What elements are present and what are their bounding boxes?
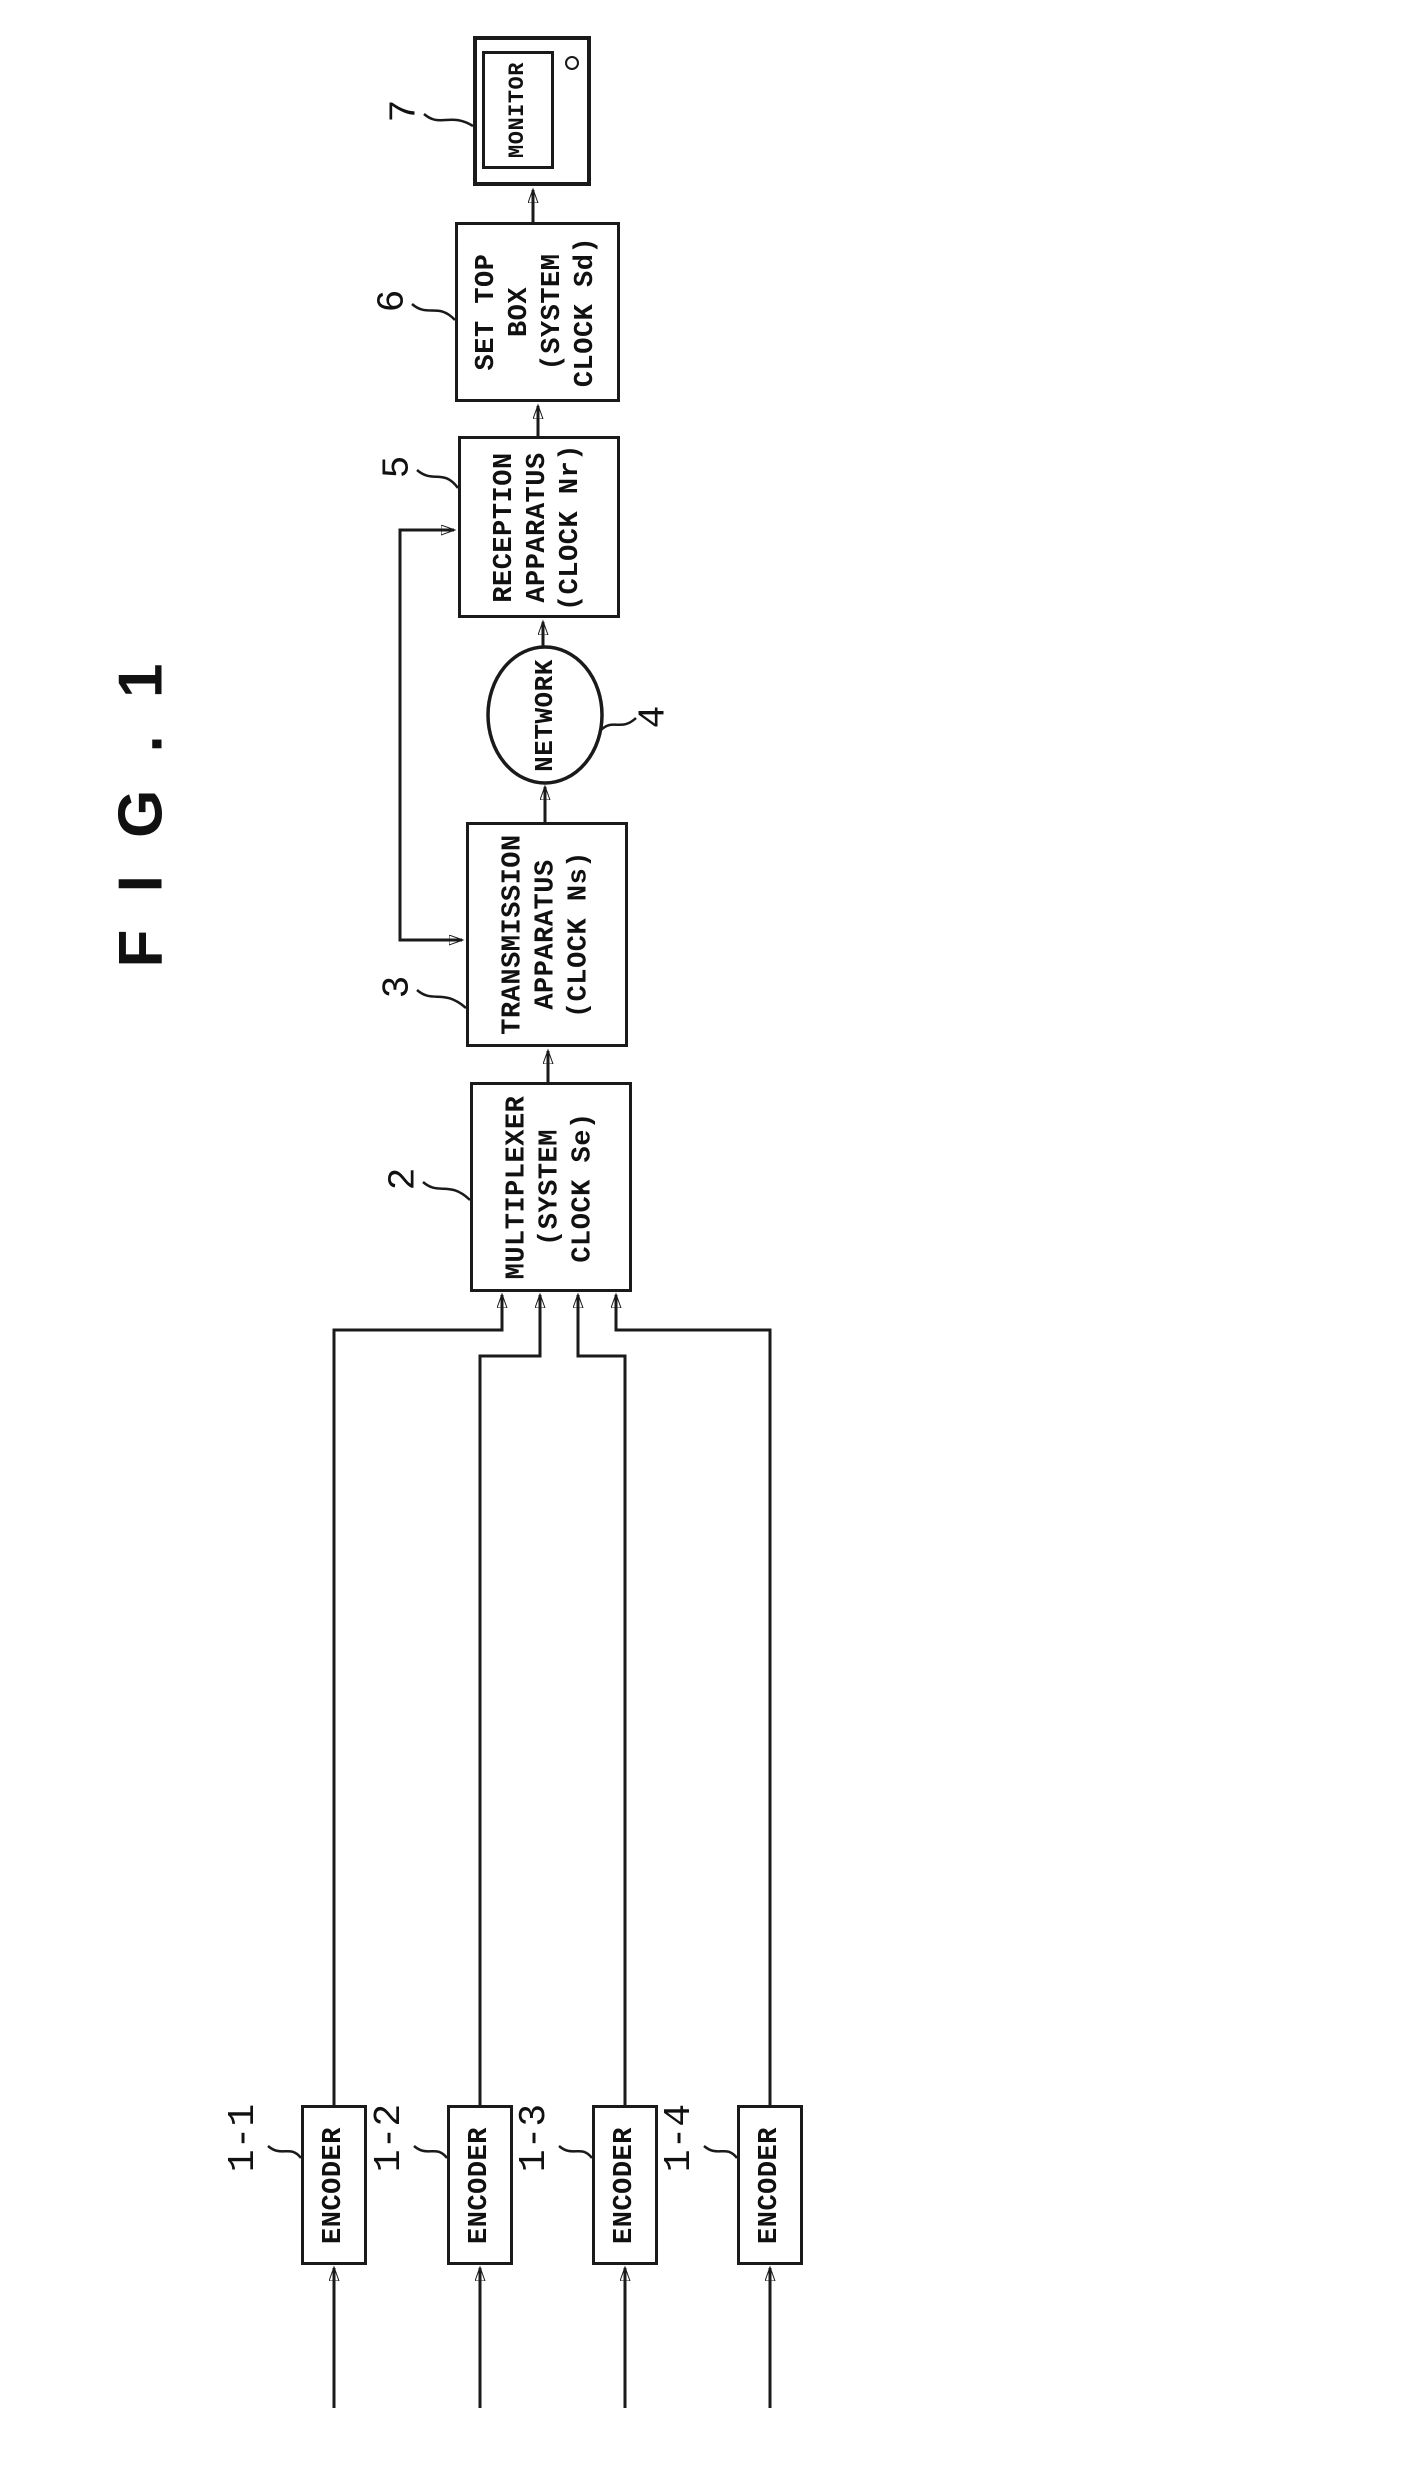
ref-1-3-text: 1-3 (513, 2103, 557, 2173)
multiplexer-label: MULTIPLEXER (SYSTEM CLOCK Se) (502, 1095, 599, 1279)
ref-1-4-text: 1-4 (658, 2103, 702, 2173)
reception-apparatus-label: RECEPTION APPARATUS (CLOCK Nr) (490, 443, 587, 611)
ref-1-1: 1-1 (218, 2098, 270, 2178)
leader-2 (422, 1181, 471, 1201)
network-node: NETWORK (488, 647, 602, 783)
arrow-encoder3-to-multiplexer (578, 1295, 627, 2105)
reception-apparatus-box: RECEPTION APPARATUS (CLOCK Nr) (458, 436, 620, 618)
arrow-encoder1-to-multiplexer (332, 1295, 502, 2105)
monitor-label: MONITOR (505, 62, 531, 158)
figure-title: F I G . 1 (86, 653, 196, 967)
leader-1-3 (558, 2145, 593, 2159)
ref-7-text: 7 (383, 99, 426, 123)
bypass-line-to-transmission (398, 530, 462, 940)
ref-1-3: 1-3 (509, 2098, 561, 2178)
ref-1-2-text: 1-2 (368, 2103, 412, 2173)
encoder-1-label: ENCODER (318, 2126, 349, 2244)
encoder-4-box: ENCODER (737, 2105, 803, 2265)
network-ellipse (486, 645, 604, 785)
leader-1-4 (703, 2145, 738, 2159)
set-top-box: SET TOP BOX (SYSTEM CLOCK Sd) (455, 222, 620, 402)
leader-5 (416, 469, 459, 489)
leader-1-1 (267, 2145, 302, 2159)
monitor-screen: MONITOR (482, 51, 554, 169)
encoder-3-label: ENCODER (609, 2126, 640, 2244)
arrow-encoder2-to-multiplexer (478, 1295, 540, 2105)
ref-3-text: 3 (376, 975, 419, 999)
encoder-2-label: ENCODER (464, 2126, 495, 2244)
leader-3 (416, 989, 467, 1009)
leader-7 (423, 113, 474, 128)
leader-1-2 (413, 2145, 448, 2159)
transmission-apparatus-box: TRANSMISSION APPARATUS (CLOCK Ns) (466, 822, 628, 1047)
ref-5-text: 5 (376, 455, 419, 479)
monitor-box: MONITOR (473, 36, 591, 186)
transmission-apparatus-label: TRANSMISSION APPARATUS (CLOCK Ns) (498, 834, 595, 1035)
leader-4 (600, 717, 637, 731)
bypass-line-to-reception (398, 530, 454, 940)
ref-1-2: 1-2 (364, 2098, 416, 2178)
ref-1-1-text: 1-1 (222, 2103, 266, 2173)
network-label: NETWORK (529, 658, 560, 772)
encoder-1-box: ENCODER (301, 2105, 367, 2265)
ref-6-text: 6 (371, 289, 414, 313)
multiplexer-box: MULTIPLEXER (SYSTEM CLOCK Se) (470, 1082, 632, 1292)
ref-7: 7 (383, 82, 427, 140)
encoder-4-label: ENCODER (754, 2126, 785, 2244)
figure-title-text: F I G . 1 (106, 653, 176, 967)
ref-3: 3 (376, 958, 420, 1016)
monitor-power-knob-icon (565, 56, 579, 70)
ref-4-text: 4 (632, 705, 675, 729)
ref-2-text: 2 (382, 1167, 425, 1191)
ref-5: 5 (376, 438, 420, 496)
ref-2: 2 (382, 1150, 426, 1208)
leader-6 (411, 303, 456, 321)
encoder-3-box: ENCODER (592, 2105, 658, 2265)
ref-6: 6 (371, 272, 415, 330)
ref-1-4: 1-4 (654, 2098, 706, 2178)
set-top-box-label: SET TOP BOX (SYSTEM CLOCK Sd) (472, 236, 602, 388)
arrow-encoder4-to-multiplexer (616, 1295, 772, 2105)
ref-4: 4 (632, 688, 676, 746)
encoder-2-box: ENCODER (447, 2105, 513, 2265)
